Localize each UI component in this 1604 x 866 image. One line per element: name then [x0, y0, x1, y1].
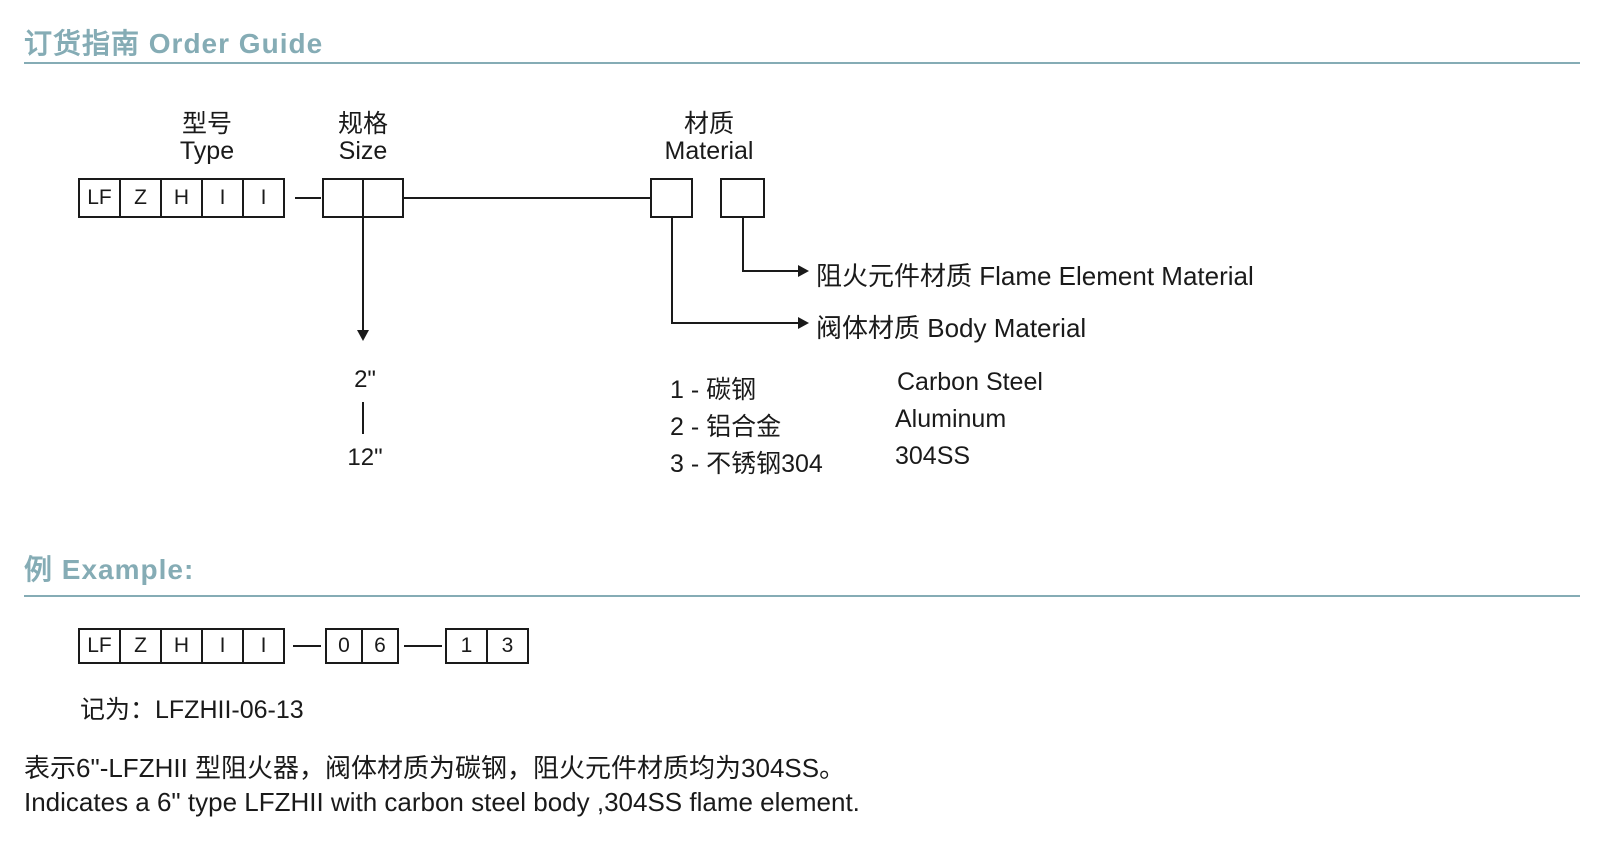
example-material-cell: 1	[445, 628, 488, 664]
example-type-boxes: LF Z H I I	[78, 628, 285, 664]
size-material-connector	[404, 197, 650, 199]
example-code-label: 记为：LFZHII-06-13	[80, 696, 304, 724]
type-cell: I	[201, 178, 244, 218]
body-callout-arrow	[798, 317, 809, 329]
example-size-cell: 6	[361, 628, 399, 664]
type-label-en: Type	[179, 137, 235, 165]
example-type-cell: H	[160, 628, 203, 664]
material-code-box-element	[720, 178, 765, 218]
example-type-cell: Z	[119, 628, 162, 664]
material-option-code: 2 - 铝合金	[670, 413, 782, 441]
body-material-callout: 阀体材质 Body Material	[816, 313, 1087, 343]
material-label-en: Material	[664, 137, 754, 165]
size-range-bar	[362, 402, 364, 434]
size-max: 12"	[347, 444, 383, 471]
type-cell: H	[160, 178, 203, 218]
example-size-boxes: 0 6	[325, 628, 399, 664]
size-arrow-line	[362, 218, 364, 330]
example-material-boxes: 1 3	[445, 628, 529, 664]
example-title: 例 Example:	[24, 554, 195, 585]
type-cell: LF	[78, 178, 121, 218]
type-label-zh: 型号	[181, 110, 233, 138]
flame-callout-vline	[742, 218, 744, 272]
size-code-boxes	[322, 178, 404, 218]
example-dash-1	[293, 645, 321, 647]
body-callout-vline	[671, 218, 673, 324]
material-code-box-body	[650, 178, 693, 218]
size-cell	[362, 178, 404, 218]
material-cell	[650, 178, 693, 218]
size-min: 2"	[354, 366, 376, 393]
material-option-en: 304SS	[895, 442, 971, 470]
flame-callout-hline	[742, 270, 800, 272]
material-option-en: Aluminum	[895, 405, 1007, 433]
example-type-cell: I	[242, 628, 285, 664]
body-callout-hline	[671, 322, 800, 324]
type-code-boxes: LF Z H I I	[78, 178, 285, 218]
material-cell	[720, 178, 765, 218]
material-option-en: Carbon Steel	[897, 368, 1043, 396]
flame-element-callout: 阻火元件材质 Flame Element Material	[816, 261, 1254, 291]
example-type-cell: LF	[78, 628, 121, 664]
size-cell	[322, 178, 364, 218]
example-divider	[24, 595, 1580, 597]
example-type-cell: I	[201, 628, 244, 664]
size-label-en: Size	[338, 137, 388, 165]
material-option-code: 3 - 不锈钢304	[670, 450, 823, 478]
page-title: 订货指南 Order Guide	[24, 28, 324, 59]
size-arrow-head	[357, 330, 369, 341]
material-label-zh: 材质	[683, 110, 735, 138]
example-description-zh: 表示6"-LFZHII 型阻火器，阀体材质为碳钢，阻火元件材质均为304SS。	[24, 753, 846, 783]
type-size-dash	[295, 197, 321, 199]
example-description-en: Indicates a 6" type LFZHII with carbon s…	[24, 787, 860, 817]
example-size-cell: 0	[325, 628, 363, 664]
type-cell: Z	[119, 178, 162, 218]
title-divider	[24, 62, 1580, 64]
size-label-zh: 规格	[337, 110, 389, 138]
type-cell: I	[242, 178, 285, 218]
material-option-code: 1 - 碳钢	[670, 376, 757, 404]
flame-callout-arrow	[798, 265, 809, 277]
example-dash-2	[404, 645, 442, 647]
example-material-cell: 3	[486, 628, 529, 664]
